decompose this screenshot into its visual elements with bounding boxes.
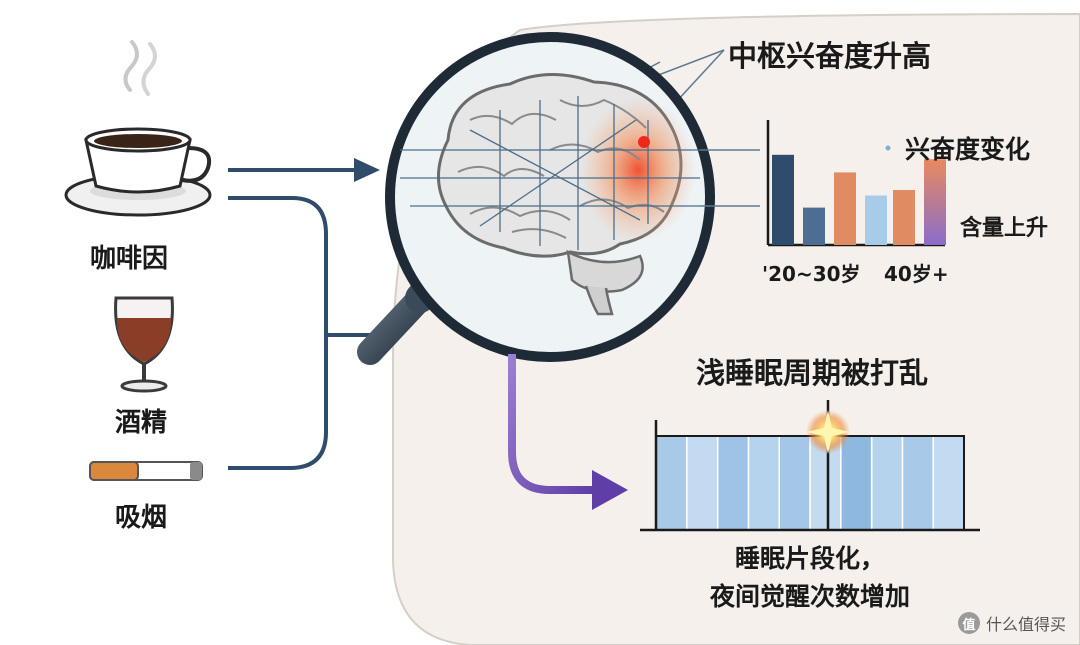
side-label: 含量上升 [960,216,1049,241]
coffee-cup-icon [64,40,212,217]
cigarette-icon [89,461,203,481]
tick-label-1: 40岁+ [884,262,949,286]
item-label-alcohol: 酒精 [115,408,168,438]
sleep-segment-3 [747,435,780,531]
sleep-disruption-flash [806,400,850,530]
legend-label: 兴奋度变化 [905,135,1031,164]
sleep-caption-line1: 睡眠片段化， [734,544,885,573]
item-label-caffeine: 咖啡因 [90,244,169,274]
tick-label-0: '20~30岁 [762,262,861,286]
purple-arrow [508,354,628,510]
watermark-text: 什么值得买 [985,615,1066,634]
sleep-segment-8 [901,435,934,531]
sleep-caption-line2: 夜间觉醒次数增加 [709,582,910,611]
chart-bar-1 [803,207,825,245]
watermark-badge: 值 [957,612,980,634]
connector-arrow-caffeine [228,158,380,182]
sleep-segment-7 [870,435,904,531]
sleep-segment-0 [655,435,688,531]
sleep-segment-4 [778,435,811,531]
chart-bar-2 [834,172,856,245]
legend-dot [885,145,891,151]
brain-section-title: 中枢兴奋度升高 [728,39,932,73]
excitability-bar-chart [766,120,946,247]
item-label-smoking: 吸烟 [115,503,168,533]
wine-glass-icon [114,296,174,393]
connector-alcohol-smoking [228,196,328,470]
chart-bar-4 [893,190,915,245]
sleep-segment-1 [686,435,719,531]
watermark: 值 什么值得买 [957,611,1066,635]
sleep-caption: 睡眠片段化， 夜间觉醒次数增加 [660,540,960,616]
sleep-cycle-bar [640,420,980,532]
sleep-segment-6 [840,435,873,531]
chart-bar-5 [924,159,946,245]
brain-icon [400,73,760,316]
sleep-segment-9 [932,435,965,531]
sleep-section-title: 浅睡眠周期被打乱 [696,356,929,390]
chart-bar-3 [865,195,887,245]
sleep-segment-2 [716,435,750,531]
chart-bar-0 [772,154,794,245]
